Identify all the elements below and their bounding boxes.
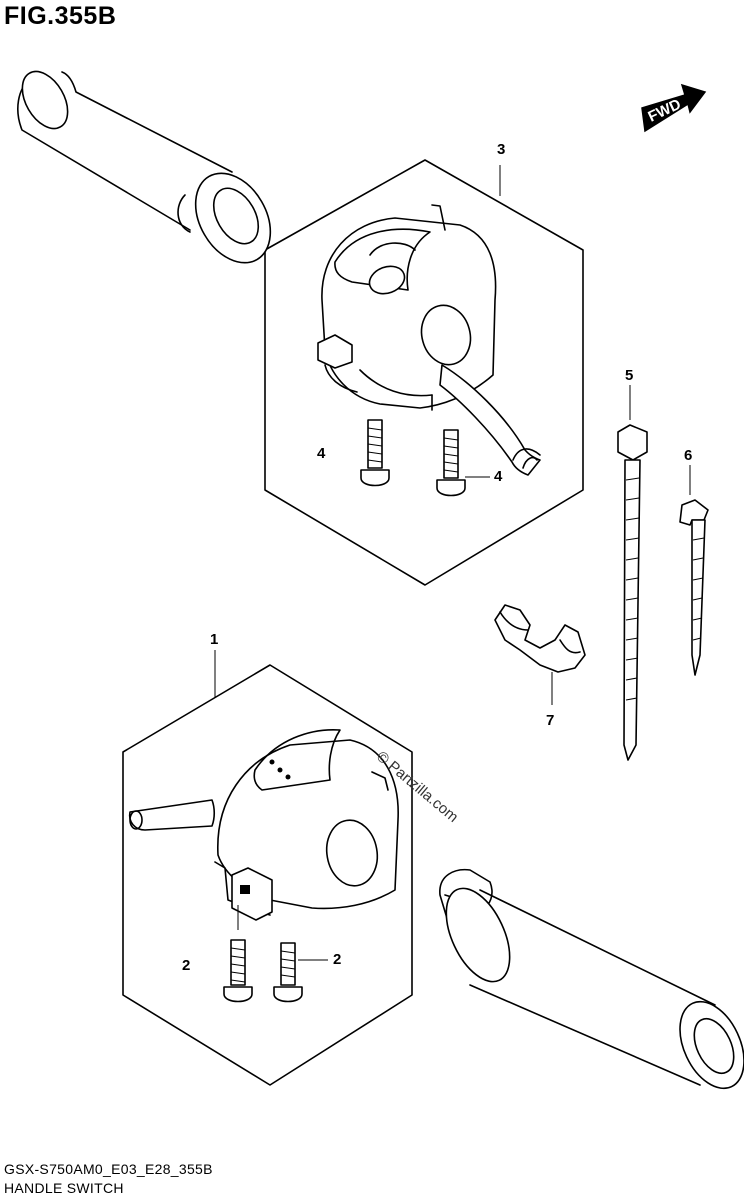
callout-2-left: 2 (182, 957, 191, 974)
screw-upper-right (436, 429, 466, 497)
cable-tie-long (617, 385, 648, 761)
fwd-arrow-icon (641, 83, 707, 133)
callout-6: 6 (684, 447, 693, 464)
callout-3: 3 (497, 141, 506, 158)
harness-clip (494, 604, 586, 705)
throttle-grip (439, 868, 744, 1090)
callout-4-left: 4 (317, 445, 326, 462)
callout-7: 7 (546, 712, 555, 729)
fwd-label: FWD (646, 96, 684, 126)
callout-1: 1 (210, 631, 219, 648)
callout-2-right: 2 (333, 951, 342, 968)
screw-upper-left (360, 419, 390, 487)
callout-5: 5 (625, 367, 634, 384)
lower-assembly-bracket (122, 664, 413, 1086)
section-name: HANDLE SWITCH (4, 1180, 124, 1196)
screw-lower-right (273, 942, 303, 1003)
diagram-code: GSX-S750AM0_E03_E28_355B (4, 1161, 213, 1177)
right-handle-switch-housing (317, 204, 541, 476)
upper-assembly-bracket (264, 159, 584, 586)
figure-title: FIG.355B (4, 2, 117, 30)
clamp-band (679, 465, 709, 676)
left-handle-switch-housing (128, 729, 399, 930)
left-handlebar-grip (17, 70, 272, 264)
callout-4-right: 4 (494, 468, 503, 485)
screw-lower-left (223, 939, 253, 1003)
